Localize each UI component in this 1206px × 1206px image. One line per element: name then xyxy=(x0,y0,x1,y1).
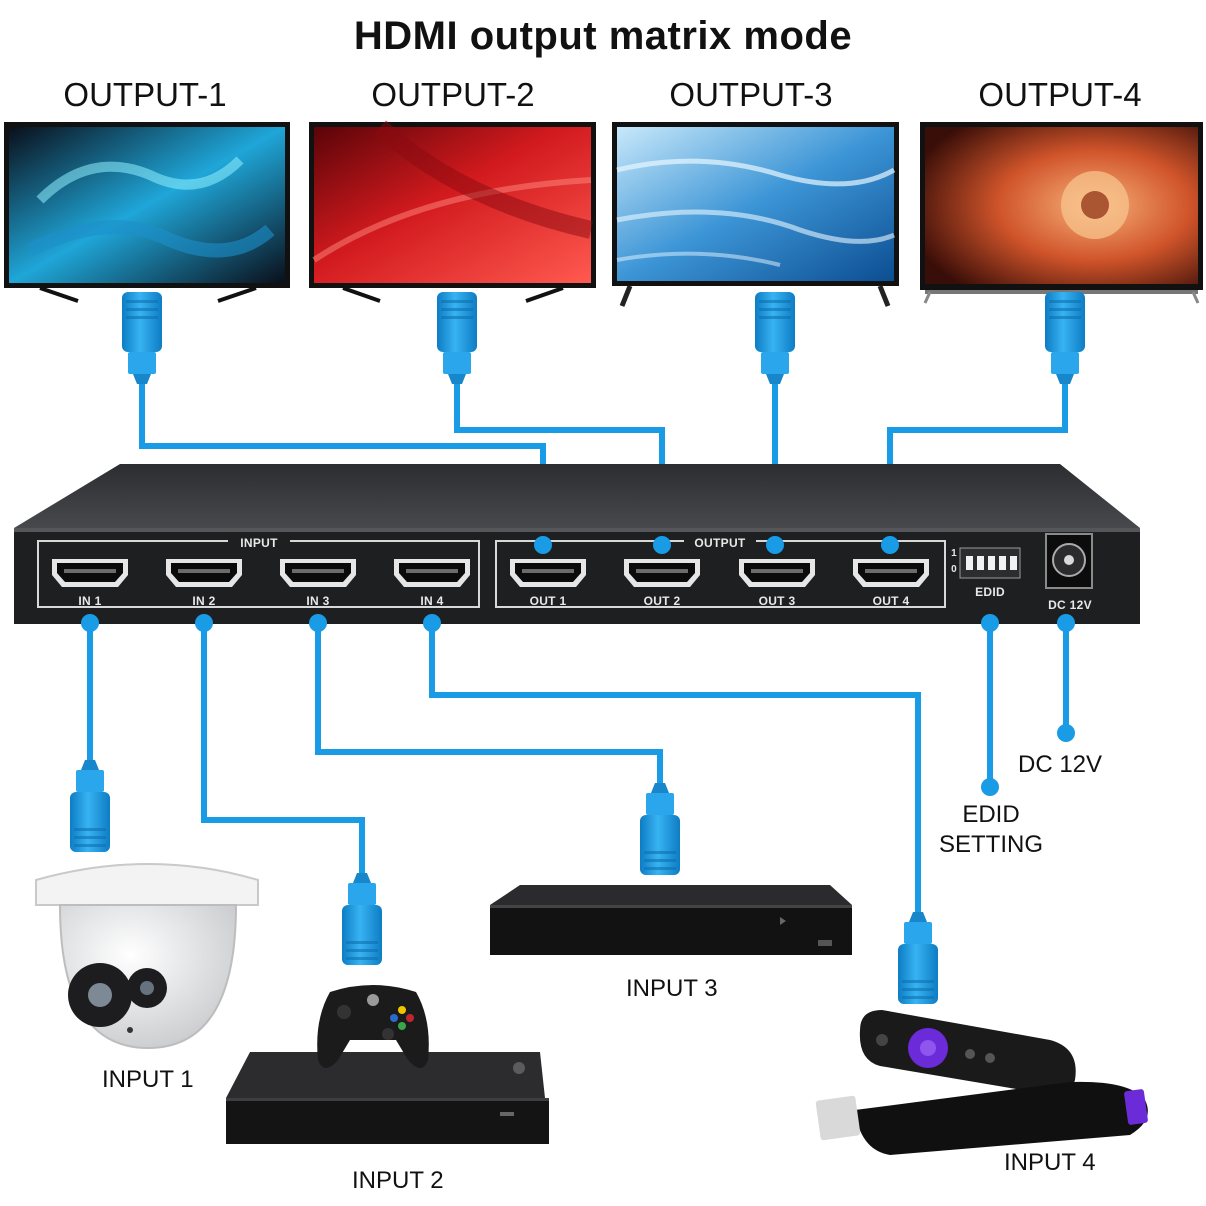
dc-12v-caption: DC 12V xyxy=(1018,751,1103,778)
tv-output-4 xyxy=(920,122,1203,304)
tv-screen-2 xyxy=(314,127,591,283)
port-label-out-2: OUT 2 xyxy=(643,594,681,608)
port-label-out-4: OUT 4 xyxy=(872,594,910,608)
input-group-label: INPUT xyxy=(240,536,278,550)
tv-output-3 xyxy=(612,122,899,307)
matrix-switch-device xyxy=(14,464,1140,624)
output-port-dots xyxy=(534,536,899,554)
security-camera xyxy=(35,863,259,1050)
edid-caption-line1: EDID xyxy=(962,801,1020,828)
output-2-label: OUTPUT-2 xyxy=(371,76,535,113)
input-3-caption: INPUT 3 xyxy=(626,975,718,1002)
cable-in-3 xyxy=(315,623,663,783)
port-label-in-3: IN 3 xyxy=(306,594,330,608)
dc-jack-label: DC 12V xyxy=(1048,598,1092,612)
switch-mark-0: 0 xyxy=(951,564,957,575)
edid-switch-label: EDID xyxy=(975,585,1005,599)
output-plugs xyxy=(122,292,1085,384)
switch-mark-1: 1 xyxy=(951,548,957,559)
port-label-in-2: IN 2 xyxy=(192,594,216,608)
output-group-label: OUTPUT xyxy=(694,536,746,550)
output-4-label: OUTPUT-4 xyxy=(978,76,1142,113)
input-1-caption: INPUT 1 xyxy=(102,1066,194,1093)
edid-caption-line2: SETTING xyxy=(938,831,1043,858)
diagram-title: HDMI output matrix mode xyxy=(353,14,853,58)
bluray-player xyxy=(490,885,852,955)
port-label-in-4: IN 4 xyxy=(420,594,444,608)
streaming-stick-remote xyxy=(815,1010,1148,1155)
input-4-caption: INPUT 4 xyxy=(1004,1149,1096,1176)
input-cables xyxy=(87,623,1069,912)
edid-setting-caption: EDID SETTING xyxy=(936,800,1046,860)
cable-in-2 xyxy=(201,623,365,873)
tv-output-2 xyxy=(309,120,596,303)
game-console xyxy=(226,1052,549,1144)
tv-screen-1 xyxy=(9,127,285,283)
game-controller xyxy=(317,985,429,1068)
port-label-out-1: OUT 1 xyxy=(529,594,567,608)
cable-in-4 xyxy=(429,623,921,912)
input-port-dots xyxy=(81,614,1075,796)
output-3-label: OUTPUT-3 xyxy=(669,76,833,113)
port-label-in-1: IN 1 xyxy=(78,594,102,608)
input-2-caption: INPUT 2 xyxy=(352,1167,444,1194)
output-1-label: OUTPUT-1 xyxy=(63,76,227,113)
port-label-out-3: OUT 3 xyxy=(758,594,796,608)
tv-output-1 xyxy=(4,122,290,303)
